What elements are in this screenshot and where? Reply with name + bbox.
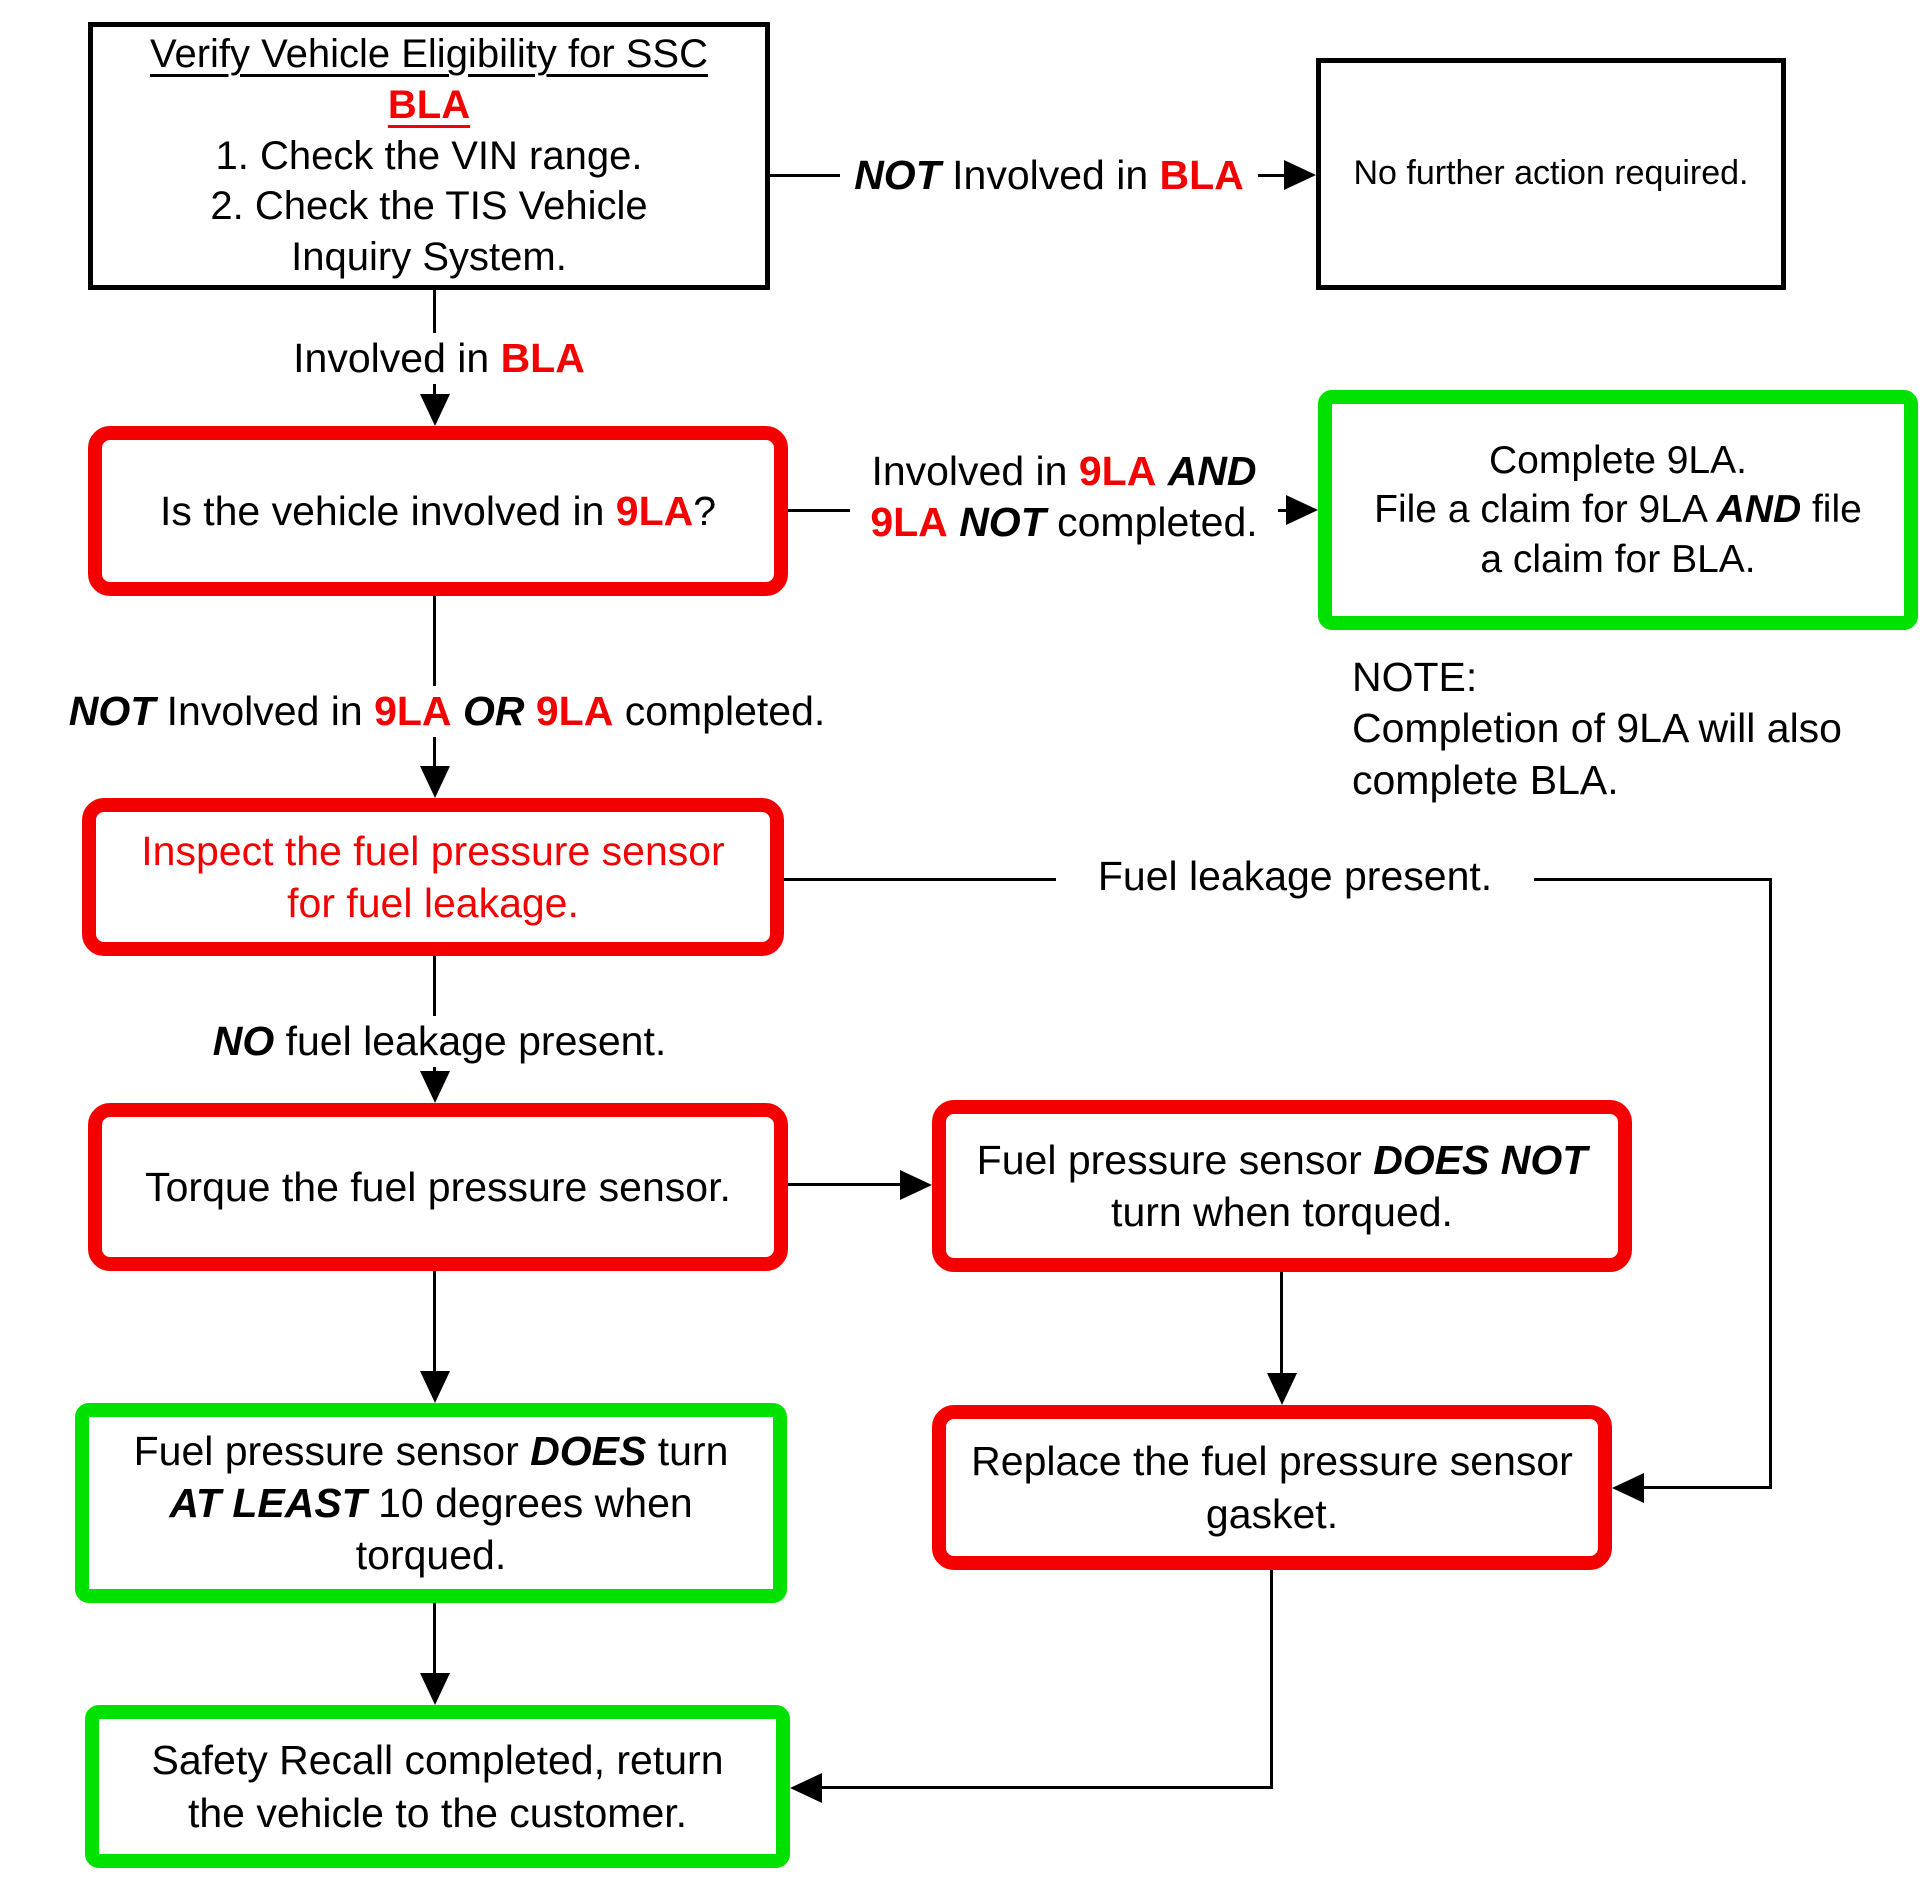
node-sensor-does-not-turn: Fuel pressure sensor DOES NOT turn when t… [932, 1100, 1632, 1272]
text-line: NOTE: [1352, 654, 1478, 700]
text-line: Complete 9LA. [1489, 438, 1747, 482]
text-line: BLA [387, 82, 471, 127]
arrowhead-left-icon [1612, 1473, 1644, 1503]
connector-replace-to-recall-horizontal [822, 1786, 1272, 1789]
node-recall-completed: Safety Recall completed, return the vehic… [85, 1705, 790, 1868]
node-involved-9la-question: Is the vehicle involved in 9LA? [88, 426, 788, 596]
arrowhead-down-icon [420, 766, 450, 798]
arrowhead-right-icon [1284, 160, 1316, 190]
text-line: Involved in 9LA AND [871, 448, 1257, 494]
node-complete-9la: Complete 9LA. File a claim for 9LA AND fi… [1318, 390, 1918, 630]
node-sensor-does-turn: Fuel pressure sensor DOES turn AT LEAST 1… [75, 1403, 787, 1603]
connector-leakage-to-replace-gasket [1644, 1486, 1771, 1489]
text-line: NOT Involved in 9LA OR 9LA completed. [68, 688, 826, 734]
text-line: File a claim for 9LA AND file [1374, 488, 1862, 532]
arrowhead-down-icon [420, 1071, 450, 1103]
label-involved-bla: Involved in BLA [230, 333, 648, 385]
text-line: NO fuel leakage present. [212, 1018, 667, 1064]
text-line: a claim for BLA. [1480, 537, 1756, 581]
text-line: No further action required. [1353, 154, 1749, 193]
node-replace-gasket: Replace the fuel pressure sensor gasket. [932, 1405, 1612, 1570]
label-involved-9la-and: Involved in 9LA AND 9LA NOT completed. [850, 446, 1278, 549]
node-torque-sensor: Torque the fuel pressure sensor. [88, 1103, 788, 1271]
connector-torque-to-does-turn [433, 1271, 436, 1371]
text-line: Fuel pressure sensor DOES turn [133, 1427, 729, 1474]
connector-torque-to-does-not-turn [788, 1183, 900, 1186]
text-line: Completion of 9LA will also [1352, 705, 1842, 752]
connector-inspect-leakage-vertical [1769, 878, 1772, 1489]
arrowhead-down-icon [420, 394, 450, 426]
connector-9la-question-to-inspect [433, 596, 436, 766]
arrowhead-down-icon [420, 1371, 450, 1403]
text-line: Inquiry System. [291, 235, 567, 280]
text-line: Fuel leakage present. [1097, 853, 1493, 899]
text-line: NOT Involved in BLA [854, 152, 1244, 198]
text-line: the vehicle to the customer. [187, 1789, 688, 1836]
label-fuel-leakage-present: Fuel leakage present. [1056, 851, 1534, 903]
connector-does-turn-to-recall [433, 1603, 436, 1673]
text-line: Safety Recall completed, return [151, 1737, 724, 1784]
node-no-further-action: No further action required. [1316, 58, 1786, 290]
text-line: 1. Check the VIN range. [215, 133, 643, 178]
text-line: Inspect the fuel pressure sensor [141, 827, 725, 874]
arrowhead-right-icon [1286, 495, 1318, 525]
label-no-fuel-leakage-present: NO fuel leakage present. [178, 1016, 701, 1068]
text-line: Involved in BLA [293, 335, 585, 381]
label-not-involved-9la-or: NOT Involved in 9LA OR 9LA completed. [38, 686, 856, 738]
text-line: Verify Vehicle Eligibility for SSC [149, 32, 708, 76]
text-line: turn when torqued. [1111, 1189, 1453, 1235]
text-line: for fuel leakage. [287, 880, 579, 926]
text-line: 2. Check the TIS Vehicle [210, 184, 648, 229]
text-line: torqued. [355, 1532, 507, 1579]
connector-does-not-turn-to-replace [1280, 1272, 1283, 1373]
text-line: AT LEAST 10 degrees when [169, 1479, 693, 1526]
text-line: Replace the fuel pressure sensor [971, 1438, 1573, 1485]
arrowhead-left-icon [790, 1773, 822, 1803]
text-line: Torque the fuel pressure sensor. [145, 1163, 731, 1210]
arrowhead-down-icon [420, 1673, 450, 1705]
label-not-involved-bla: NOT Involved in BLA [840, 150, 1258, 202]
text-line: complete BLA. [1352, 756, 1619, 803]
text-line: Is the vehicle involved in 9LA? [159, 487, 717, 534]
node-verify-eligibility: Verify Vehicle Eligibility for SSC BLA 1. … [88, 22, 770, 290]
node-inspect-sensor: Inspect the fuel pressure sensor for fuel… [82, 798, 784, 956]
arrowhead-down-icon [1267, 1373, 1297, 1405]
text-line: 9LA NOT completed. [870, 499, 1258, 546]
arrowhead-right-icon [900, 1170, 932, 1200]
connector-inspect-to-torque [433, 956, 436, 1071]
connector-replace-to-recall-vertical [1270, 1570, 1273, 1789]
text-line: gasket. [1205, 1490, 1339, 1537]
text-line: Fuel pressure sensor DOES NOT [976, 1136, 1588, 1183]
